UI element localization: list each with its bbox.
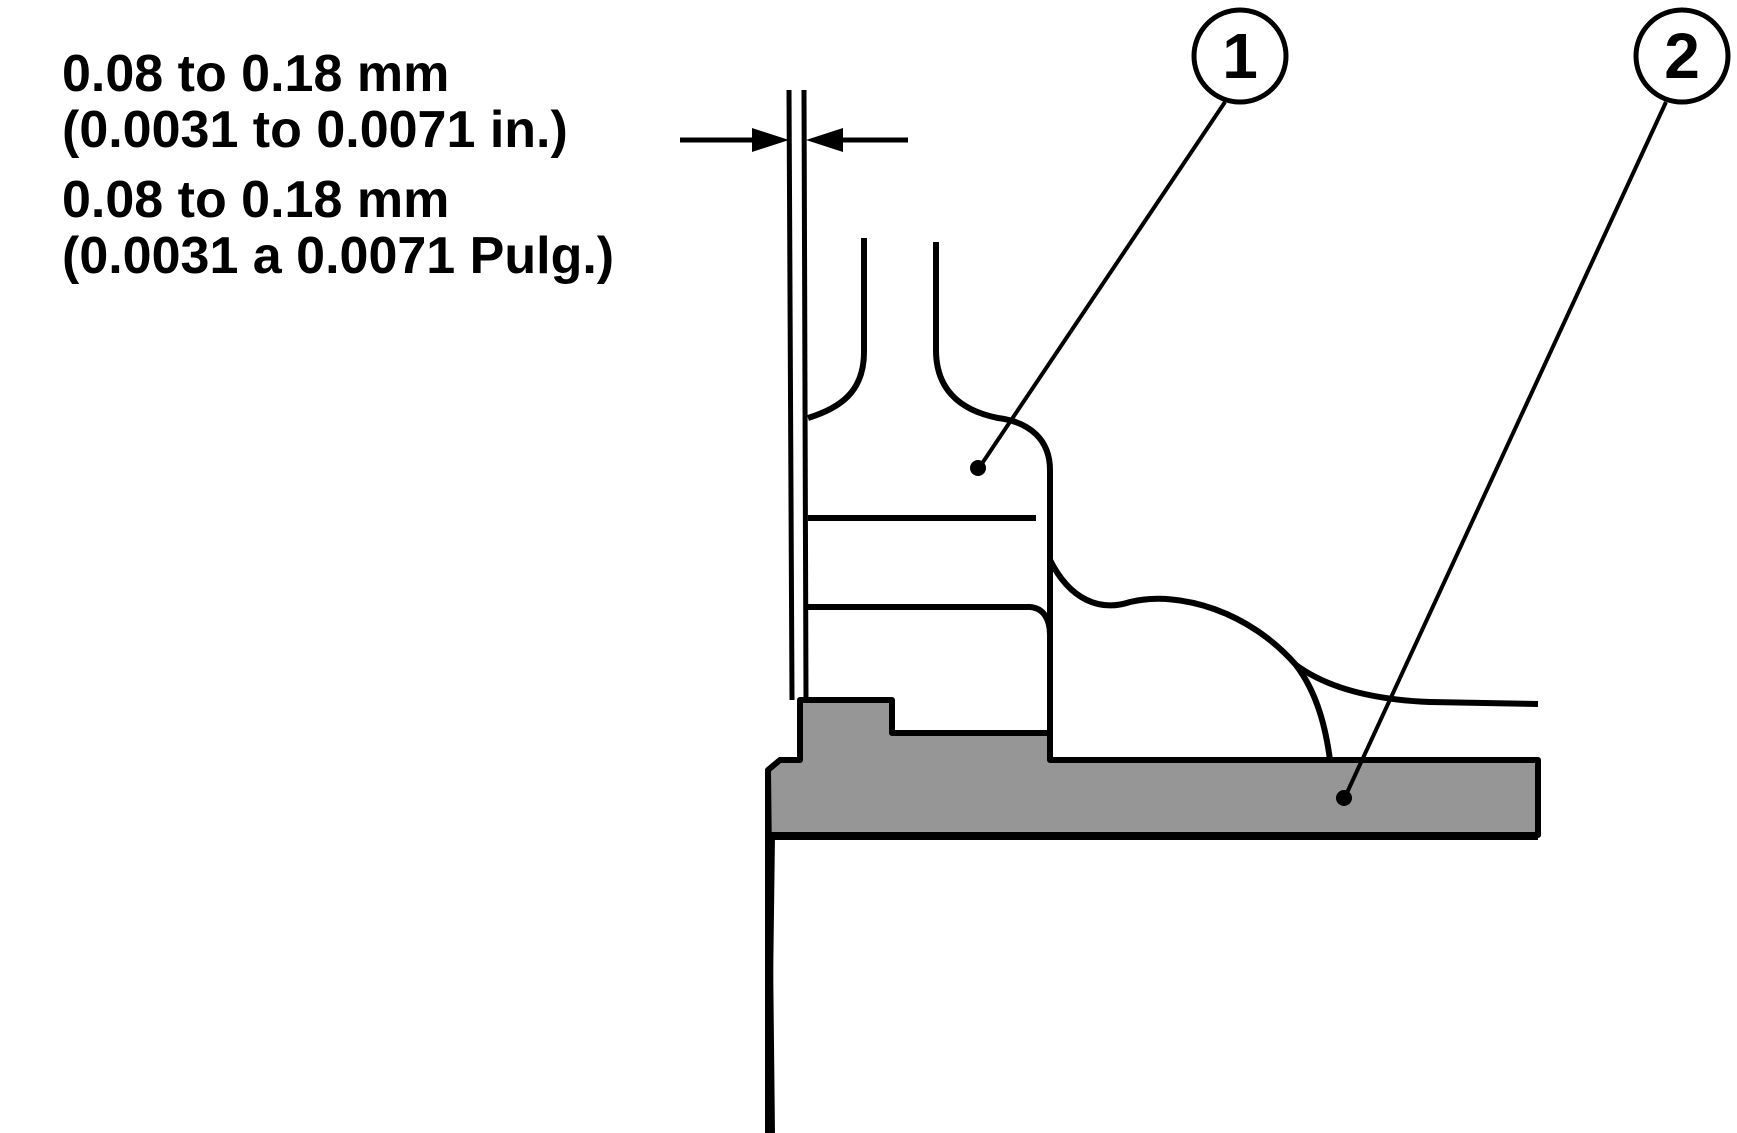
clearance-spec-english-line1: 0.08 to 0.18 mm: [62, 45, 450, 103]
callout-1-dot: [970, 460, 986, 476]
callout-1-leader: [977, 100, 1227, 470]
callout-2-number: 2: [1664, 20, 1700, 92]
clearance-spec-spanish-line1: 0.08 to 0.18 mm: [62, 171, 450, 229]
callout-1-circle: [1191, 7, 1289, 105]
part-1-right-contour: [933, 242, 1053, 733]
part-1-lip-tail: [1294, 662, 1539, 707]
clearance-spec-english-line2: (0.0031 to 0.0071 in.): [62, 101, 568, 159]
arrowhead-right: [806, 128, 843, 152]
callout-2-circle: [1633, 7, 1731, 105]
base-plate-shaded: [765, 697, 1541, 1133]
clearance-spec-spanish: 0.08 to 0.18 mm (0.0031 a 0.0071 Pulg.): [62, 172, 614, 284]
callout-2-leader: [1343, 101, 1668, 798]
arrowhead-left: [752, 128, 789, 152]
callout-2-dot: [1336, 790, 1352, 806]
part-1-divider-lower: [808, 604, 1053, 636]
housing-wall-line: [765, 769, 775, 1133]
part-1-flared-lip: [1047, 558, 1333, 761]
clearance-spec-spanish-line2: (0.0031 a 0.0071 Pulg.): [62, 227, 615, 285]
clearance-line-inner: [801, 89, 809, 701]
clearance-spec-english: 0.08 to 0.18 mm (0.0031 to 0.0071 in.): [62, 46, 568, 158]
clearance-line-outer: [786, 89, 795, 701]
callout-1-number: 1: [1222, 20, 1258, 92]
part-1-left-wall: [807, 238, 867, 421]
